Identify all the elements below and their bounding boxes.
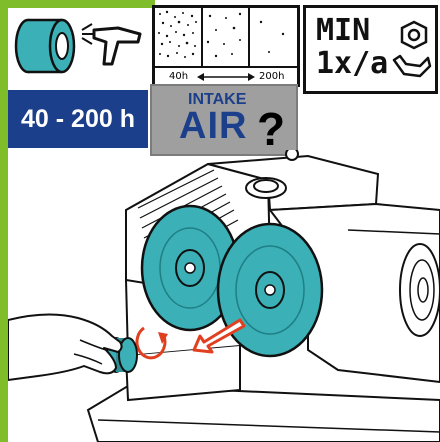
green-top-bar <box>0 0 155 8</box>
min-frequency-text: MIN 1x/a <box>316 14 388 80</box>
dust-level-scale: 40h 200h <box>152 5 300 87</box>
pull-arrow-icon <box>192 318 246 354</box>
intake-air-panel: INTAKE AIR ? <box>150 84 298 156</box>
dust-level-icon-high <box>155 8 203 66</box>
question-mark: ? <box>257 103 286 155</box>
rotate-arrow-icon <box>135 326 168 360</box>
dust-level-icon-medium <box>202 8 250 66</box>
scale-start-label: 40h <box>169 71 189 82</box>
min-label: MIN <box>316 13 371 48</box>
min-frequency-panel: MIN 1x/a <box>303 5 438 94</box>
hours-range-banner: 40 - 200 h <box>8 90 148 148</box>
filter-cartridge-icon <box>14 18 76 74</box>
wrench-nut-icon <box>392 20 432 78</box>
pump-machine-icon <box>8 150 440 442</box>
hours-scale: 40h 200h <box>155 66 297 86</box>
intake-label: INTAKE <box>188 91 247 108</box>
scale-end-label: 200h <box>259 71 285 82</box>
scale-arrow-icon <box>197 73 255 81</box>
green-side-bar <box>0 0 8 442</box>
dust-level-icon-low <box>249 8 297 66</box>
frequency-label: 1x/a <box>316 46 389 81</box>
hand-icon <box>8 313 123 381</box>
cleaning-icon-panel <box>8 8 151 90</box>
air-label: AIR <box>179 105 248 147</box>
air-gun-icon <box>81 23 142 66</box>
